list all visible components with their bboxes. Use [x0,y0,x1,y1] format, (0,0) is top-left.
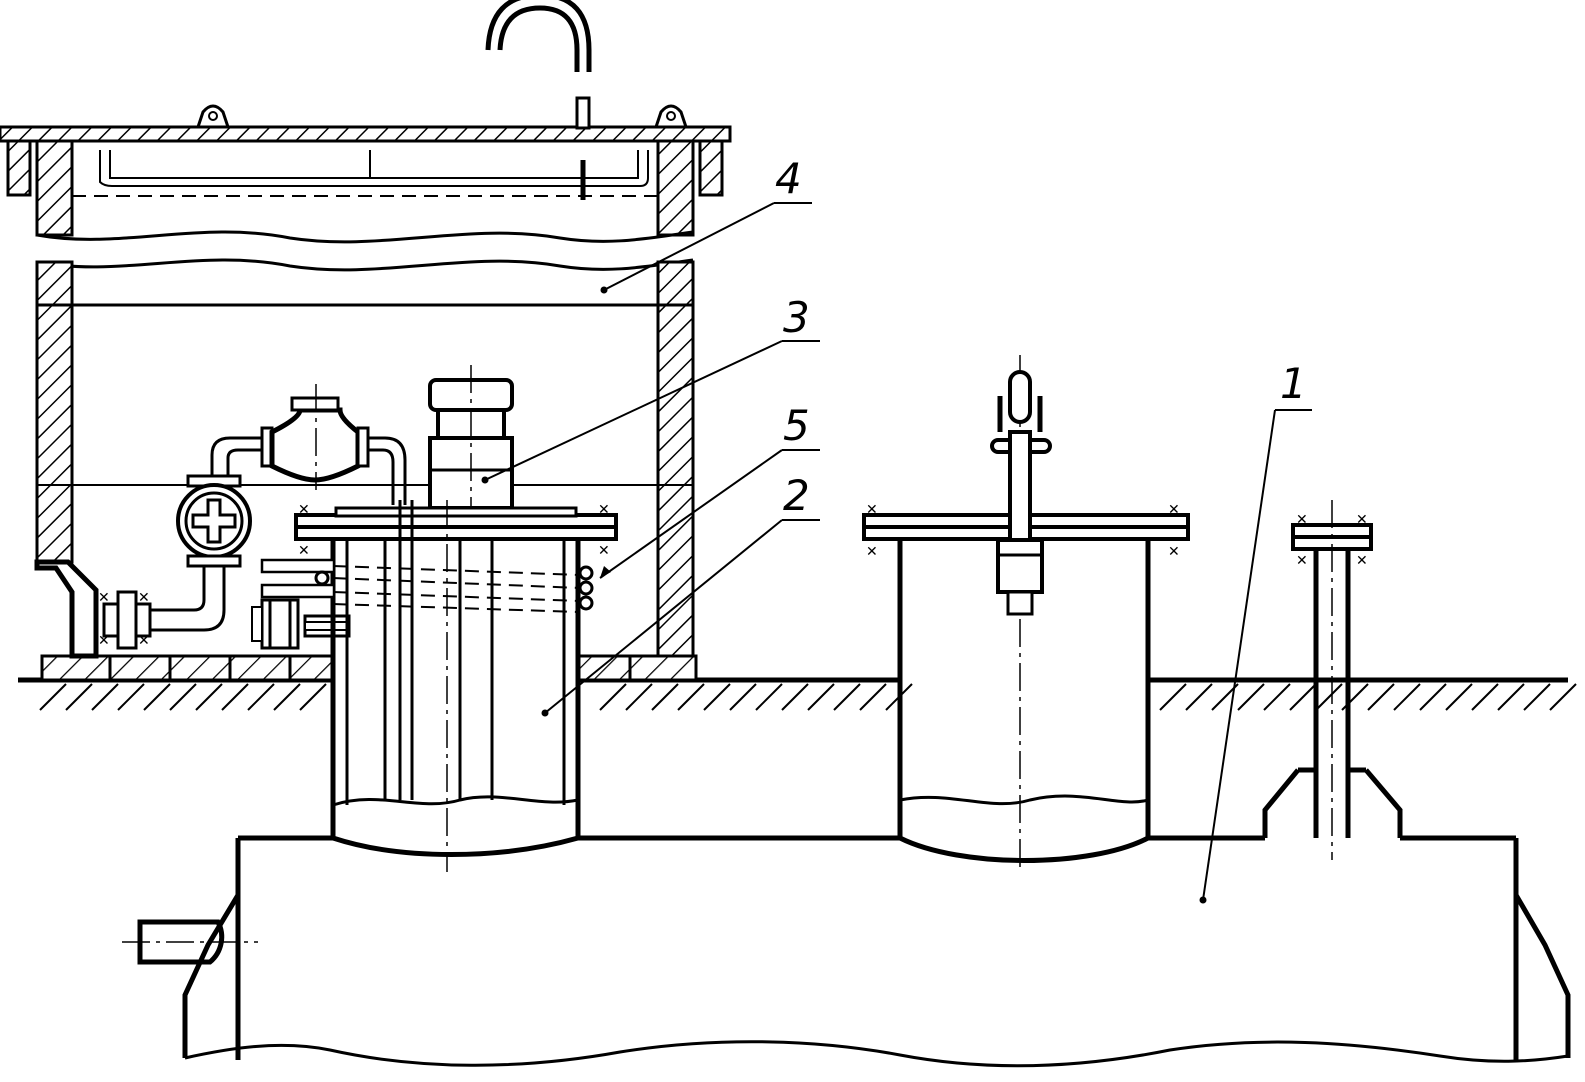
ground-hatch-mark [1549,683,1577,711]
foundation-slab [40,654,698,682]
pump-well [260,500,594,872]
underground-tank [122,835,1571,1068]
ground-hatch-mark [39,683,67,711]
callout-label-4: 4 [775,154,802,203]
svg-text:✕: ✕ [598,502,610,518]
svg-text:✕: ✕ [1296,553,1308,569]
svg-text:✕: ✕ [1356,553,1368,569]
ground-hatch-mark [91,683,119,711]
svg-text:✕: ✕ [866,544,878,560]
ground-hatch-mark [117,683,145,711]
pump-unit: ✕ ✕ ✕ ✕ [294,365,618,559]
vent-pipe: ✕ ✕ ✕ ✕ [1262,500,1403,860]
callout-label-2: 2 [783,471,810,520]
ground-hatch-mark [1289,683,1317,711]
ground-hatch-mark [729,683,757,711]
ground-line [18,677,1577,711]
ground-hatch-mark [1471,683,1499,711]
ground-hatch-mark [755,683,783,711]
ground-hatch-mark [703,683,731,711]
ground-hatch-mark [299,683,327,711]
callout-3: 3 [481,293,820,484]
ground-hatch-mark [599,683,627,711]
ground-hatch-mark [781,683,809,711]
svg-text:✕: ✕ [866,502,878,518]
ground-hatch-mark [169,683,197,711]
ground-hatch-mark [195,683,223,711]
ground-hatch-mark [1497,683,1525,711]
callout-4: 4 [600,154,812,294]
ground-hatch-mark [1263,683,1291,711]
ground-hatch-mark [1237,683,1265,711]
ground-hatch-mark [1367,683,1395,711]
ground-hatch-mark [807,683,835,711]
ground-hatch-mark [1315,683,1343,711]
ground-hatch-mark [221,683,249,711]
svg-text:✕: ✕ [138,590,150,606]
ground-hatch-mark [273,683,301,711]
ground-hatch-mark [625,683,653,711]
ground-hatch-mark [1445,683,1473,711]
ground-hatch-mark [247,683,275,711]
svg-text:✕: ✕ [1356,512,1368,528]
svg-text:✕: ✕ [298,543,310,559]
ground-hatch-mark [833,683,861,711]
ground-hatch-mark [1185,683,1213,711]
ground-hatch-mark [65,683,93,711]
callout-label-5: 5 [783,401,810,450]
svg-text:✕: ✕ [1168,502,1180,518]
svg-text:✕: ✕ [98,633,110,649]
ground-hatch-mark [1393,683,1421,711]
ground-hatch-mark [677,683,705,711]
svg-text:✕: ✕ [138,633,150,649]
svg-text:✕: ✕ [298,502,310,518]
svg-text:✕: ✕ [98,590,110,606]
callout-label-1: 1 [1280,359,1307,408]
callout-label-3: 3 [783,293,810,342]
callout-2: 2 [541,471,820,717]
svg-text:✕: ✕ [1296,512,1308,528]
ground-hatch-mark [1419,683,1447,711]
ground-hatch-mark [651,683,679,711]
ground-hatch-mark [1523,683,1551,711]
inspection-manhole: ✕ ✕ ✕ ✕ [862,355,1190,872]
callout-1: 1 [1199,359,1312,904]
enclosure-housing [0,0,732,659]
ground-hatch-mark [859,683,887,711]
pipeline-with-valves: ✕ ✕ ✕ ✕ [98,384,407,650]
svg-text:✕: ✕ [1168,544,1180,560]
ground-hatch-mark [143,683,171,711]
callout-5: 5 [599,401,820,579]
ground-hatch-mark [1159,683,1187,711]
svg-text:✕: ✕ [598,543,610,559]
